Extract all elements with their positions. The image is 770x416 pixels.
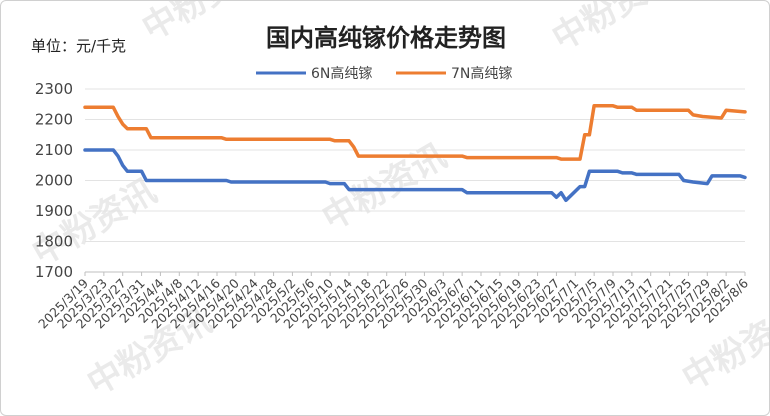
y-tick-label: 2100	[35, 141, 73, 159]
y-tick-label: 2000	[35, 172, 73, 190]
x-axis: 2025/3/192025/3/232025/3/272025/3/312025…	[35, 272, 751, 331]
watermark-text: 中粉资讯	[316, 136, 454, 239]
grid-lines	[85, 88, 745, 273]
legend-label-7n: 7N高纯镓	[451, 65, 512, 82]
legend-label-6n: 6N高纯镓	[311, 65, 372, 82]
watermark-text: 中粉资讯	[546, 1, 684, 59]
legend: 6N高纯镓 7N高纯镓	[256, 65, 512, 82]
y-tick-label: 1800	[35, 233, 73, 251]
y-tick-label: 2300	[35, 80, 73, 98]
series-line-6n	[83, 148, 747, 203]
y-axis: 1700 1800 1900 2000 2100 2200 2300	[35, 80, 73, 281]
y-tick-label: 1700	[35, 263, 73, 281]
series-layer	[83, 104, 747, 203]
chart-title: 国内高纯镓价格走势图	[266, 23, 506, 52]
y-tick-label: 1900	[35, 202, 73, 220]
watermark-layer: 中粉资讯中粉资讯中粉资讯中粉资讯中粉资讯中粉资讯	[26, 1, 770, 404]
y-tick-label: 2200	[35, 111, 73, 129]
unit-label: 单位：元/千克	[31, 37, 126, 55]
watermark-text: 中粉资讯	[136, 1, 274, 49]
series-line-7n	[83, 104, 747, 161]
